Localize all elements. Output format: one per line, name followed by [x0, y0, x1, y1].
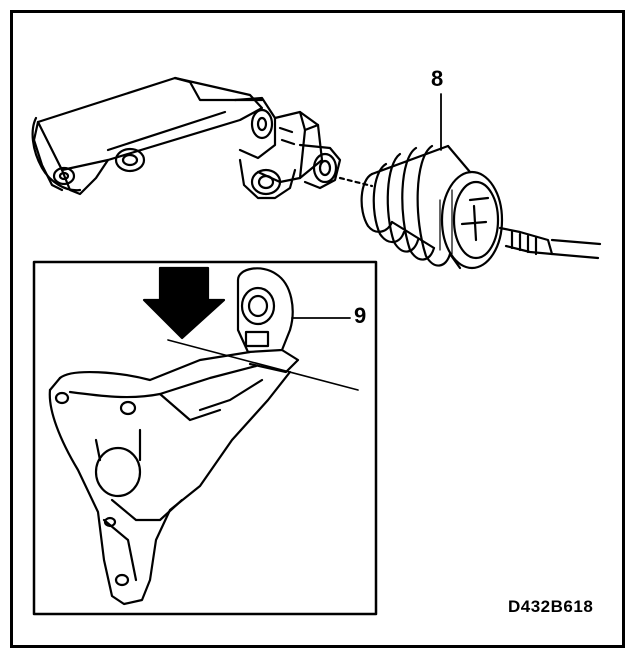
inset-box — [32, 260, 378, 616]
down-arrow-icon — [142, 266, 226, 340]
callout-part-9: 9 — [354, 303, 367, 328]
push-rod — [498, 226, 602, 260]
reference-code: D432B618 — [508, 597, 594, 616]
mounting-bracket — [48, 267, 300, 606]
callout-part-8: 8 — [431, 66, 444, 91]
figure-frame — [10, 10, 625, 648]
shaft-housing — [31, 76, 342, 200]
bellows-boot — [360, 144, 504, 270]
